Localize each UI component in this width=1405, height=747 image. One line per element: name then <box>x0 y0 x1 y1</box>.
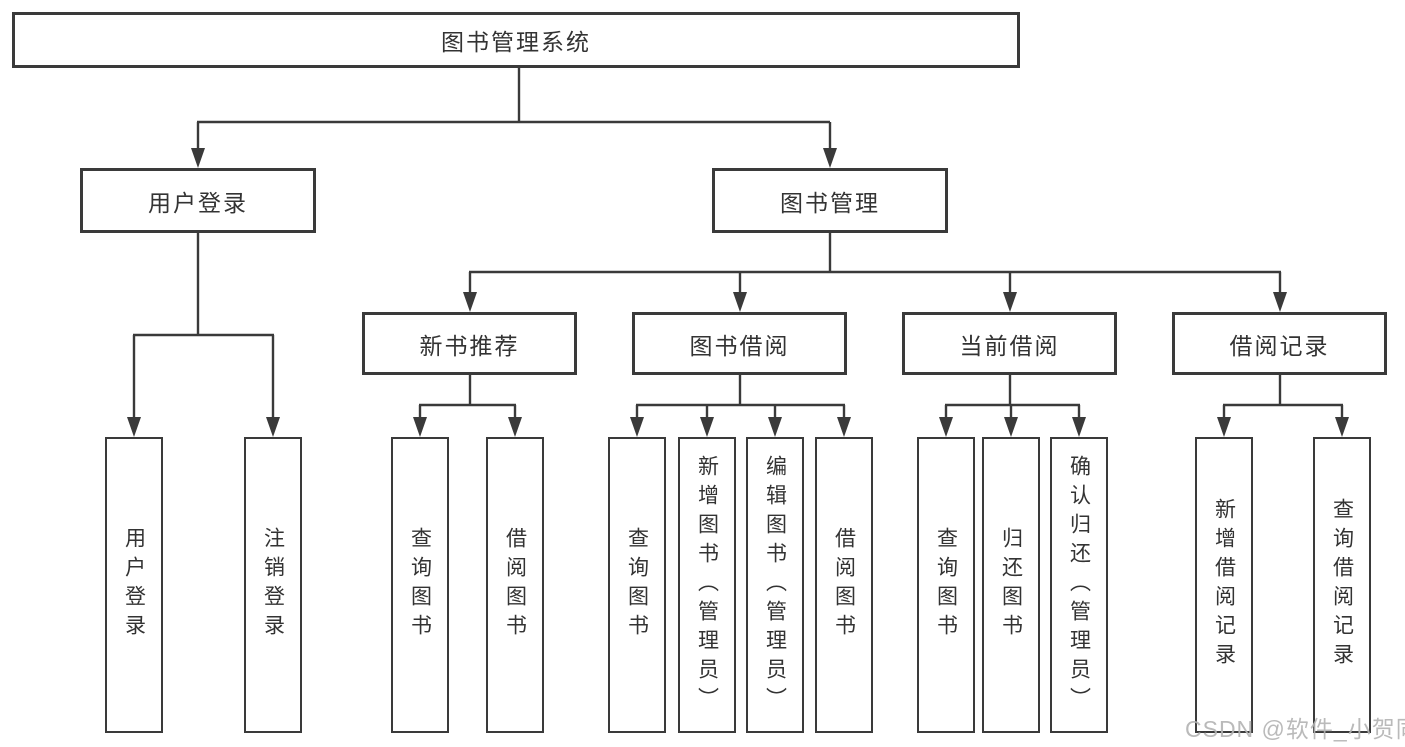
connector-root-to-level2 <box>191 68 837 168</box>
node-label: 图书借阅 <box>689 332 790 359</box>
leaf-cb-confirm-return-admin: 确认归还（管理员） <box>1050 437 1108 733</box>
node-label: 查询借阅记录 <box>1330 498 1354 672</box>
connector-current-borrow-to-leaves <box>939 375 1086 437</box>
node-current-borrowing: 当前借阅 <box>902 312 1117 375</box>
node-library-management-system: 图书管理系统 <box>12 12 1020 68</box>
connector-book-borrow-to-leaves <box>630 375 851 437</box>
node-label: 借阅图书 <box>832 527 856 643</box>
connector-new-book-to-leaves <box>413 375 522 437</box>
connector-book-management-to-level3 <box>463 233 1287 312</box>
node-label: 新增图书（管理员） <box>695 454 719 716</box>
leaf-cb-query-books: 查询图书 <box>917 437 975 733</box>
node-label: 查询图书 <box>408 527 432 643</box>
node-label: 用户登录 <box>148 189 248 216</box>
leaf-nb-query-books: 查询图书 <box>391 437 449 733</box>
node-label: 新书推荐 <box>419 332 520 359</box>
node-label: 用户登录 <box>122 527 146 643</box>
node-borrowing-records: 借阅记录 <box>1172 312 1387 375</box>
node-label: 图书管理 <box>780 189 880 216</box>
leaf-cb-return-books: 归还图书 <box>982 437 1040 733</box>
node-label: 确认归还（管理员） <box>1067 454 1091 716</box>
node-new-book-recommendation: 新书推荐 <box>362 312 577 375</box>
node-label: 借阅图书 <box>503 527 527 643</box>
leaf-bb-add-books-admin: 新增图书（管理员） <box>678 437 736 733</box>
node-user-login: 用户登录 <box>80 168 316 233</box>
node-label: 查询图书 <box>625 527 649 643</box>
node-label: 归还图书 <box>999 527 1023 643</box>
leaf-br-query-borrow-record: 查询借阅记录 <box>1313 437 1371 733</box>
node-label: 当前借阅 <box>959 332 1060 359</box>
node-label: 借阅记录 <box>1229 332 1330 359</box>
node-label: 编辑图书（管理员） <box>763 454 787 716</box>
connector-borrow-records-to-leaves <box>1217 375 1349 437</box>
leaf-bb-borrow-books: 借阅图书 <box>815 437 873 733</box>
connector-user-login-to-leaves <box>127 233 280 437</box>
node-book-management: 图书管理 <box>712 168 948 233</box>
node-label: 查询图书 <box>934 527 958 643</box>
node-label: 图书管理系统 <box>441 29 591 55</box>
leaf-nb-borrow-books: 借阅图书 <box>486 437 544 733</box>
leaf-bb-edit-books-admin: 编辑图书（管理员） <box>746 437 804 733</box>
leaf-user-login: 用户登录 <box>105 437 163 733</box>
node-label: 新增借阅记录 <box>1212 498 1236 672</box>
leaf-bb-query-books: 查询图书 <box>608 437 666 733</box>
leaf-logout: 注销登录 <box>244 437 302 733</box>
node-book-borrowing: 图书借阅 <box>632 312 847 375</box>
node-label: 注销登录 <box>261 527 285 643</box>
leaf-br-add-borrow-record: 新增借阅记录 <box>1195 437 1253 733</box>
